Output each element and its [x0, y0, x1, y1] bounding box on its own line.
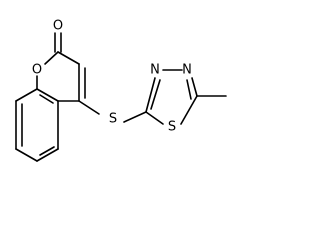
bond	[123, 111, 147, 123]
bond	[36, 148, 59, 162]
bond	[15, 88, 38, 102]
molecule-structure: O O S S N N	[15, 19, 227, 162]
bond	[36, 88, 59, 102]
atom-label-thiadiazole-n3: N	[150, 63, 160, 78]
structure-canvas: O O S S N N	[15, 19, 227, 162]
atom-label-ring-oxygen: O	[32, 63, 42, 78]
bond	[145, 111, 164, 125]
atom-label-thiadiazole-sulfur: S	[168, 120, 176, 135]
thiadiazole-ring	[145, 69, 198, 125]
bond	[145, 77, 156, 113]
bond	[39, 94, 54, 104]
atom-label-carbonyl-oxygen: O	[53, 19, 63, 34]
bond	[186, 79, 192, 100]
atom-label-thioether-sulfur: S	[109, 112, 117, 127]
bond	[191, 77, 198, 97]
atom-label-thiadiazole-n4: N	[182, 63, 192, 78]
bond	[39, 146, 55, 156]
bond	[44, 51, 59, 65]
thioether-link	[78, 100, 147, 123]
bond	[180, 95, 198, 125]
bond	[57, 51, 80, 65]
bond	[150, 79, 161, 110]
benzene-ring	[15, 88, 59, 162]
bond	[15, 148, 38, 162]
pyranone-ring	[36, 32, 86, 102]
bond	[78, 100, 100, 115]
